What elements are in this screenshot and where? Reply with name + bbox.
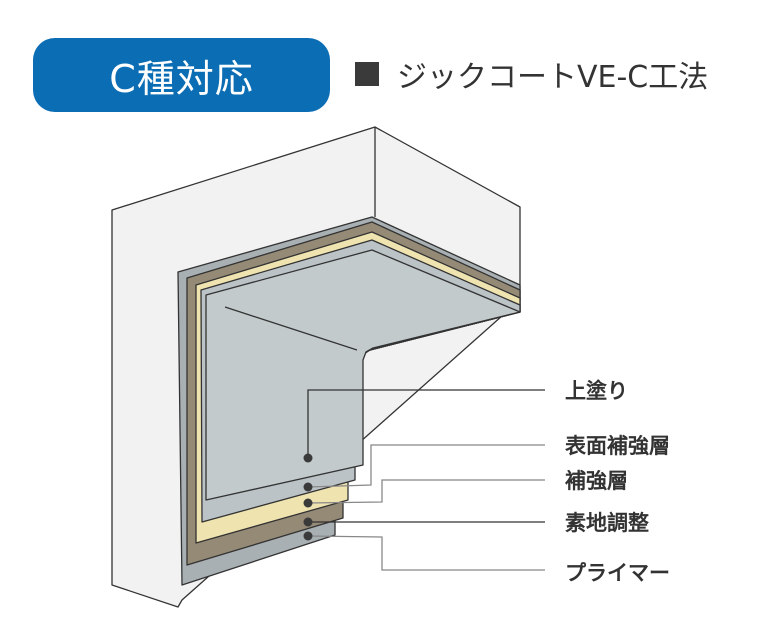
layer-topcoat xyxy=(205,249,521,501)
square-bullet-icon xyxy=(355,62,379,86)
label-topcoat: 上塗り xyxy=(565,379,628,403)
leader-surface-reinforcement xyxy=(307,444,545,488)
spec-badge: C種対応 xyxy=(33,38,330,112)
label-primer: プライマー xyxy=(565,561,670,585)
dot-surface-reinforcement xyxy=(303,482,313,492)
label-surface-reinforcement: 表面補強層 xyxy=(565,434,670,458)
method-title: ジックコートVE-C工法 xyxy=(355,52,708,96)
dot-topcoat xyxy=(303,453,313,463)
leader-primer xyxy=(307,535,545,571)
leader-reinforcement xyxy=(307,479,545,504)
label-base-prep: 素地調整 xyxy=(565,511,649,535)
dot-reinforcement xyxy=(303,498,313,508)
corner-line xyxy=(224,306,358,351)
label-reinforcement: 補強層 xyxy=(565,469,628,493)
dot-base-prep xyxy=(303,517,313,527)
dot-primer xyxy=(303,531,313,541)
method-title-text: ジックコートVE-C工法 xyxy=(397,60,709,95)
leader-topcoat xyxy=(307,389,545,458)
spec-badge-text: C種対応 xyxy=(109,56,254,101)
